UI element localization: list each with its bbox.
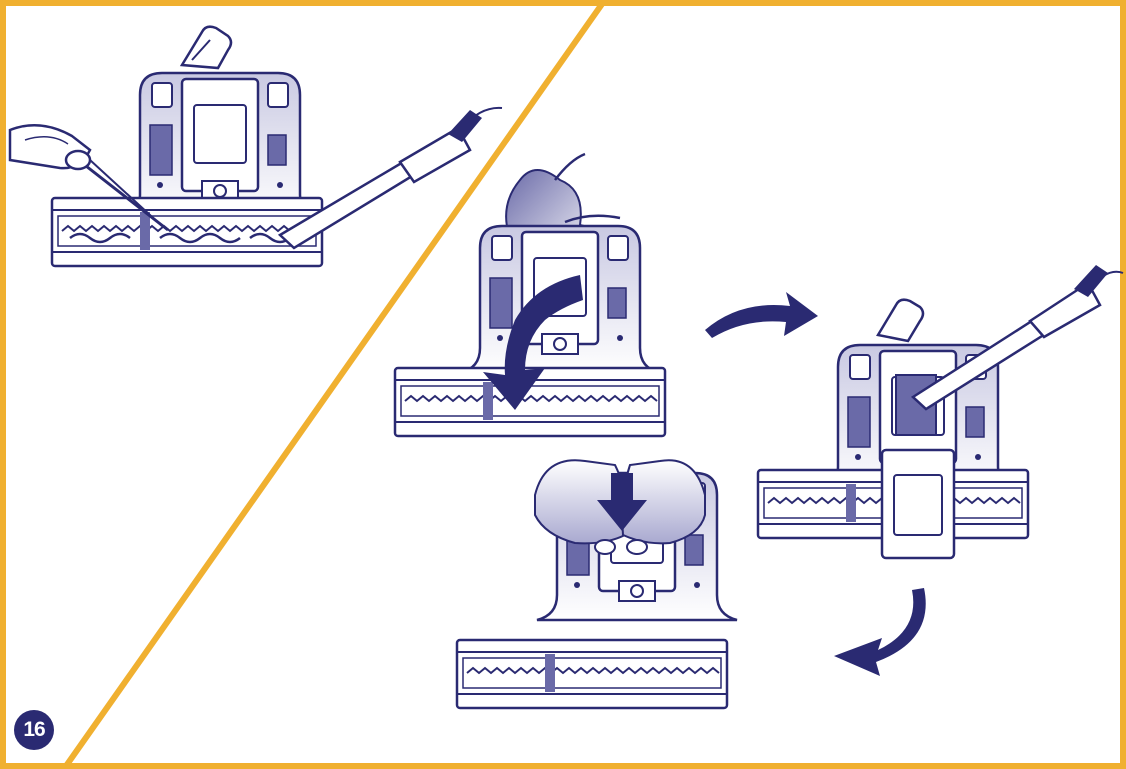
scene-close-cover — [457, 460, 737, 708]
step-number-badge: 16 — [14, 710, 54, 750]
scene-cut-hair — [10, 27, 502, 266]
arrow-step-2 — [834, 588, 926, 676]
scene-open-cover — [395, 154, 665, 436]
arrow-step-1 — [705, 292, 818, 338]
scene-clean-channel — [758, 265, 1123, 558]
